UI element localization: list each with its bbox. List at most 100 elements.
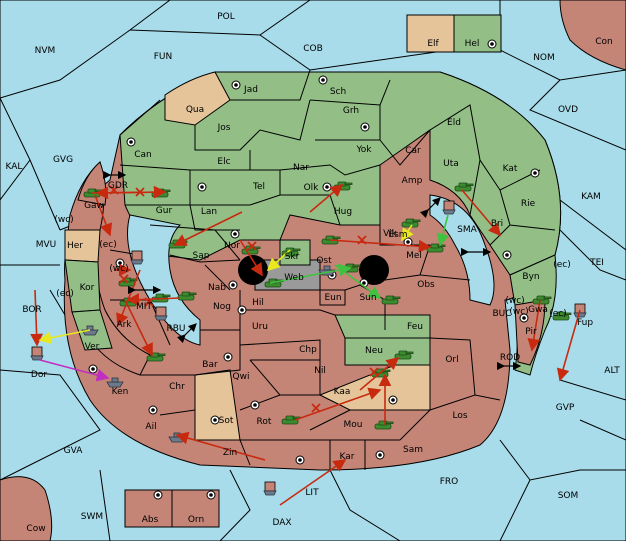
land-label-chr-54: Chr [169,382,185,392]
territory-borders [109,69,556,470]
army-unit[interactable] [454,182,474,192]
land-label-qwi-51: Qwi [233,372,250,382]
land-label-nab-33: Nab [208,283,226,293]
land-label-gur-17: Gur [156,206,173,216]
sea-label-bor-11: BOR [22,305,41,315]
land-label-sap-24: Sap [193,251,210,261]
territory-neu-green[interactable] [344,337,431,366]
fleet-convoy-unit[interactable] [573,303,587,318]
fleet-unit[interactable] [106,377,124,388]
army-unit[interactable] [552,311,572,321]
land-label-skr-26: Skr [285,252,300,262]
land-label-sun-37: Sun [359,293,376,303]
land-label-gaw-16: Gaw [84,201,104,211]
land-label-esm-22: Esm [388,230,407,240]
land-label-chp-48: Chp [299,345,317,355]
land-label-lan-20: Lan [201,207,217,217]
land-label-vik-27: Vik [383,229,397,239]
sea-label-tei-10: TEI [589,258,604,268]
territory-abs[interactable] [124,489,173,528]
sea-label-buc-24: BUC [492,309,511,319]
sea-label-pol-0: POL [217,12,235,22]
land-label-cow-68: Cow [26,524,45,534]
land-label-feu-44: Feu [407,322,423,332]
sea-label-gvp-13: GVP [556,403,575,413]
fleet-convoy-unit[interactable] [154,306,168,321]
failed-markers [109,185,379,413]
land-label-ark-42: Ark [116,320,132,330]
land-label-uta-11: Uta [443,159,459,169]
land-label-bar-47: Bar [202,360,218,370]
land-label-sam-62: Sam [403,445,423,455]
army-unit[interactable] [401,218,421,228]
sea-label-sma-23: SMA [457,225,477,235]
coast-label-wc-2: (wc) [109,264,128,274]
coast-label-wc-4: (wc) [505,296,524,306]
fleet-convoy-unit[interactable] [263,481,277,496]
army-unit[interactable] [532,295,552,305]
land-label-byn-29: Byn [522,272,539,282]
land-label-nil-52: Nil [314,366,326,376]
land-label-amp-13: Amp [402,176,423,186]
land-label-kor-32: Kor [80,283,95,293]
land-label-abs-64: Abs [142,515,159,525]
army-unit[interactable] [146,352,166,362]
land-label-ost-31: Ost [316,256,332,266]
orders [30,170,581,506]
land-label-mou-58: Mou [344,420,363,430]
territory-cow[interactable] [0,476,53,541]
sea-label-mit-21: MIT [136,302,152,312]
land-label-elf-66: Elf [427,39,439,49]
sea-label-cob-3: COB [303,44,323,54]
land-label-orl-50: Orl [445,355,458,365]
sea-label-alt-12: ALT [604,366,620,376]
land-label-fup-40: Fup [577,318,593,328]
land-label-ver-45: Ver [85,342,100,352]
inner-sea-rbu [127,214,201,346]
territory-qua[interactable] [164,71,231,126]
sea-label-nvm-1: NVM [35,46,56,56]
land-label-pir-38: Pir [525,327,537,337]
land-label-nar-10: Nar [293,163,309,173]
land-label-web-30: Web [284,273,304,283]
sea-label-rbu-22: RBU [166,324,185,334]
sea-label-nom-4: NOM [533,53,555,63]
land-label-car-8: Car [405,146,421,156]
land-label-neu-49: Neu [365,346,383,356]
pivot-east [359,255,389,285]
land-label-rie-19: Rie [521,199,536,209]
sea-label-gva-14: GVA [64,446,84,456]
land-label-mel-28: Mel [406,251,422,261]
land-label-eld-5: Eld [447,118,461,128]
sea-label-lit-18: LIT [305,488,319,498]
land-label-tel-14: Tel [252,182,265,192]
land-label-ail-60: Ail [145,422,156,432]
land-label-gwa-39: Gwa [528,305,548,315]
army-unit[interactable] [381,295,401,305]
land-label-ken-53: Ken [112,387,129,397]
fleet-convoy-unit[interactable] [130,250,144,265]
land-label-uru-43: Uru [252,322,268,332]
land-label-yok-7: Yok [355,145,372,155]
fleet-convoy-unit[interactable] [30,346,44,361]
army-unit[interactable] [177,291,197,301]
land-label-orn-65: Orn [188,515,204,525]
coast-label-ec-3: (ec) [56,289,74,299]
land-label-eun-36: Eun [324,293,341,303]
sea-label-mvu-9: MVU [36,240,57,250]
coast-label-ec-5: (ec) [553,260,571,270]
land-label-jos-3: Jos [217,123,231,133]
sea-label-kal-6: KAL [6,162,23,172]
land-label-sch-1: Sch [330,87,346,97]
sea-label-gvg-7: GVG [53,155,73,165]
fleet-convoy-unit[interactable] [442,200,456,215]
land-label-dor-46: Dor [31,370,47,380]
land-label-her-23: Her [67,241,83,251]
land-label-nor-25: Nor [224,241,240,251]
land-label-zin-63: Zin [223,448,237,458]
sea-label-gdr-20: GDR [108,181,128,191]
territory-con[interactable] [559,0,626,71]
land-label-rot-57: Rot [257,417,272,427]
coast-label-ec-7: (ec) [549,309,567,319]
